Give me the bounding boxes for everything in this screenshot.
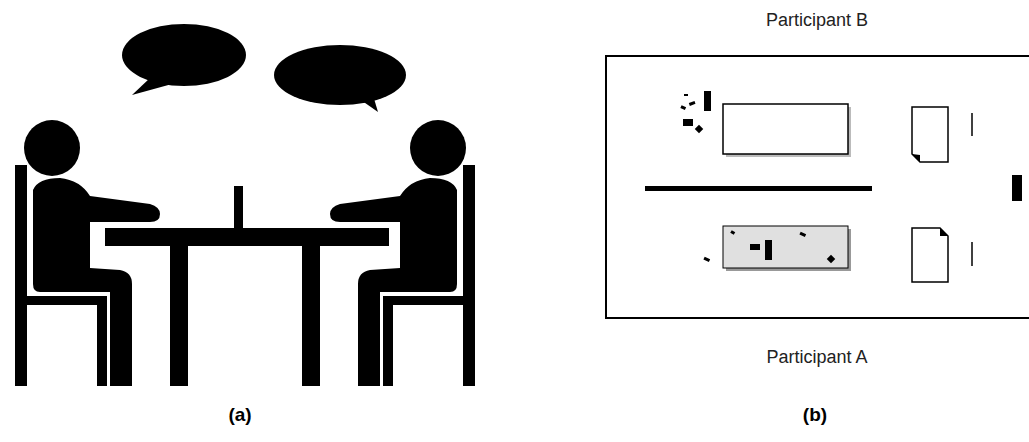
chair-back <box>15 165 27 386</box>
device <box>1012 175 1022 201</box>
participant-label: Participant A <box>766 346 867 368</box>
piece <box>704 91 711 111</box>
person-seated <box>15 120 160 386</box>
paper-fold <box>940 228 948 236</box>
participant-label: Participant B <box>766 9 868 31</box>
paper-sheet <box>912 228 948 282</box>
person-body <box>330 178 457 386</box>
chair-back <box>463 165 475 386</box>
person-head <box>24 120 80 176</box>
piece <box>765 240 772 260</box>
workspace-box <box>723 104 848 154</box>
table-object <box>234 186 243 228</box>
workspace-box <box>723 226 848 268</box>
person-seated <box>330 120 475 386</box>
piece <box>827 255 835 263</box>
room-outline <box>606 56 1029 318</box>
pen <box>971 113 973 136</box>
speech-bubbles <box>122 24 406 112</box>
scattered-pieces <box>680 91 711 133</box>
person-head <box>410 120 466 176</box>
table-leg <box>302 246 320 386</box>
piece <box>695 125 703 133</box>
chair-seat <box>15 296 107 305</box>
paper-sheet <box>912 107 948 162</box>
pen <box>971 242 973 266</box>
speech-bubble <box>122 24 246 86</box>
person-body <box>33 178 160 386</box>
divider-bar <box>645 186 872 191</box>
panel-label: (a) <box>228 404 251 426</box>
piece <box>750 244 760 250</box>
bubble-tail <box>358 92 378 112</box>
speech-bubble <box>274 45 406 105</box>
panel-label: (b) <box>803 404 827 426</box>
paper-fold <box>912 154 920 162</box>
scattered-pieces <box>703 230 835 263</box>
table-leg <box>170 246 188 386</box>
piece <box>689 101 696 106</box>
piece <box>680 105 686 110</box>
piece <box>799 232 806 237</box>
piece <box>703 257 710 262</box>
bubble-tail <box>132 78 172 95</box>
piece <box>730 230 735 235</box>
chair-leg <box>383 305 393 386</box>
chair-seat <box>383 296 475 305</box>
piece <box>683 119 693 126</box>
chair-leg <box>97 305 107 386</box>
piece <box>684 94 688 96</box>
table-top <box>105 228 389 246</box>
